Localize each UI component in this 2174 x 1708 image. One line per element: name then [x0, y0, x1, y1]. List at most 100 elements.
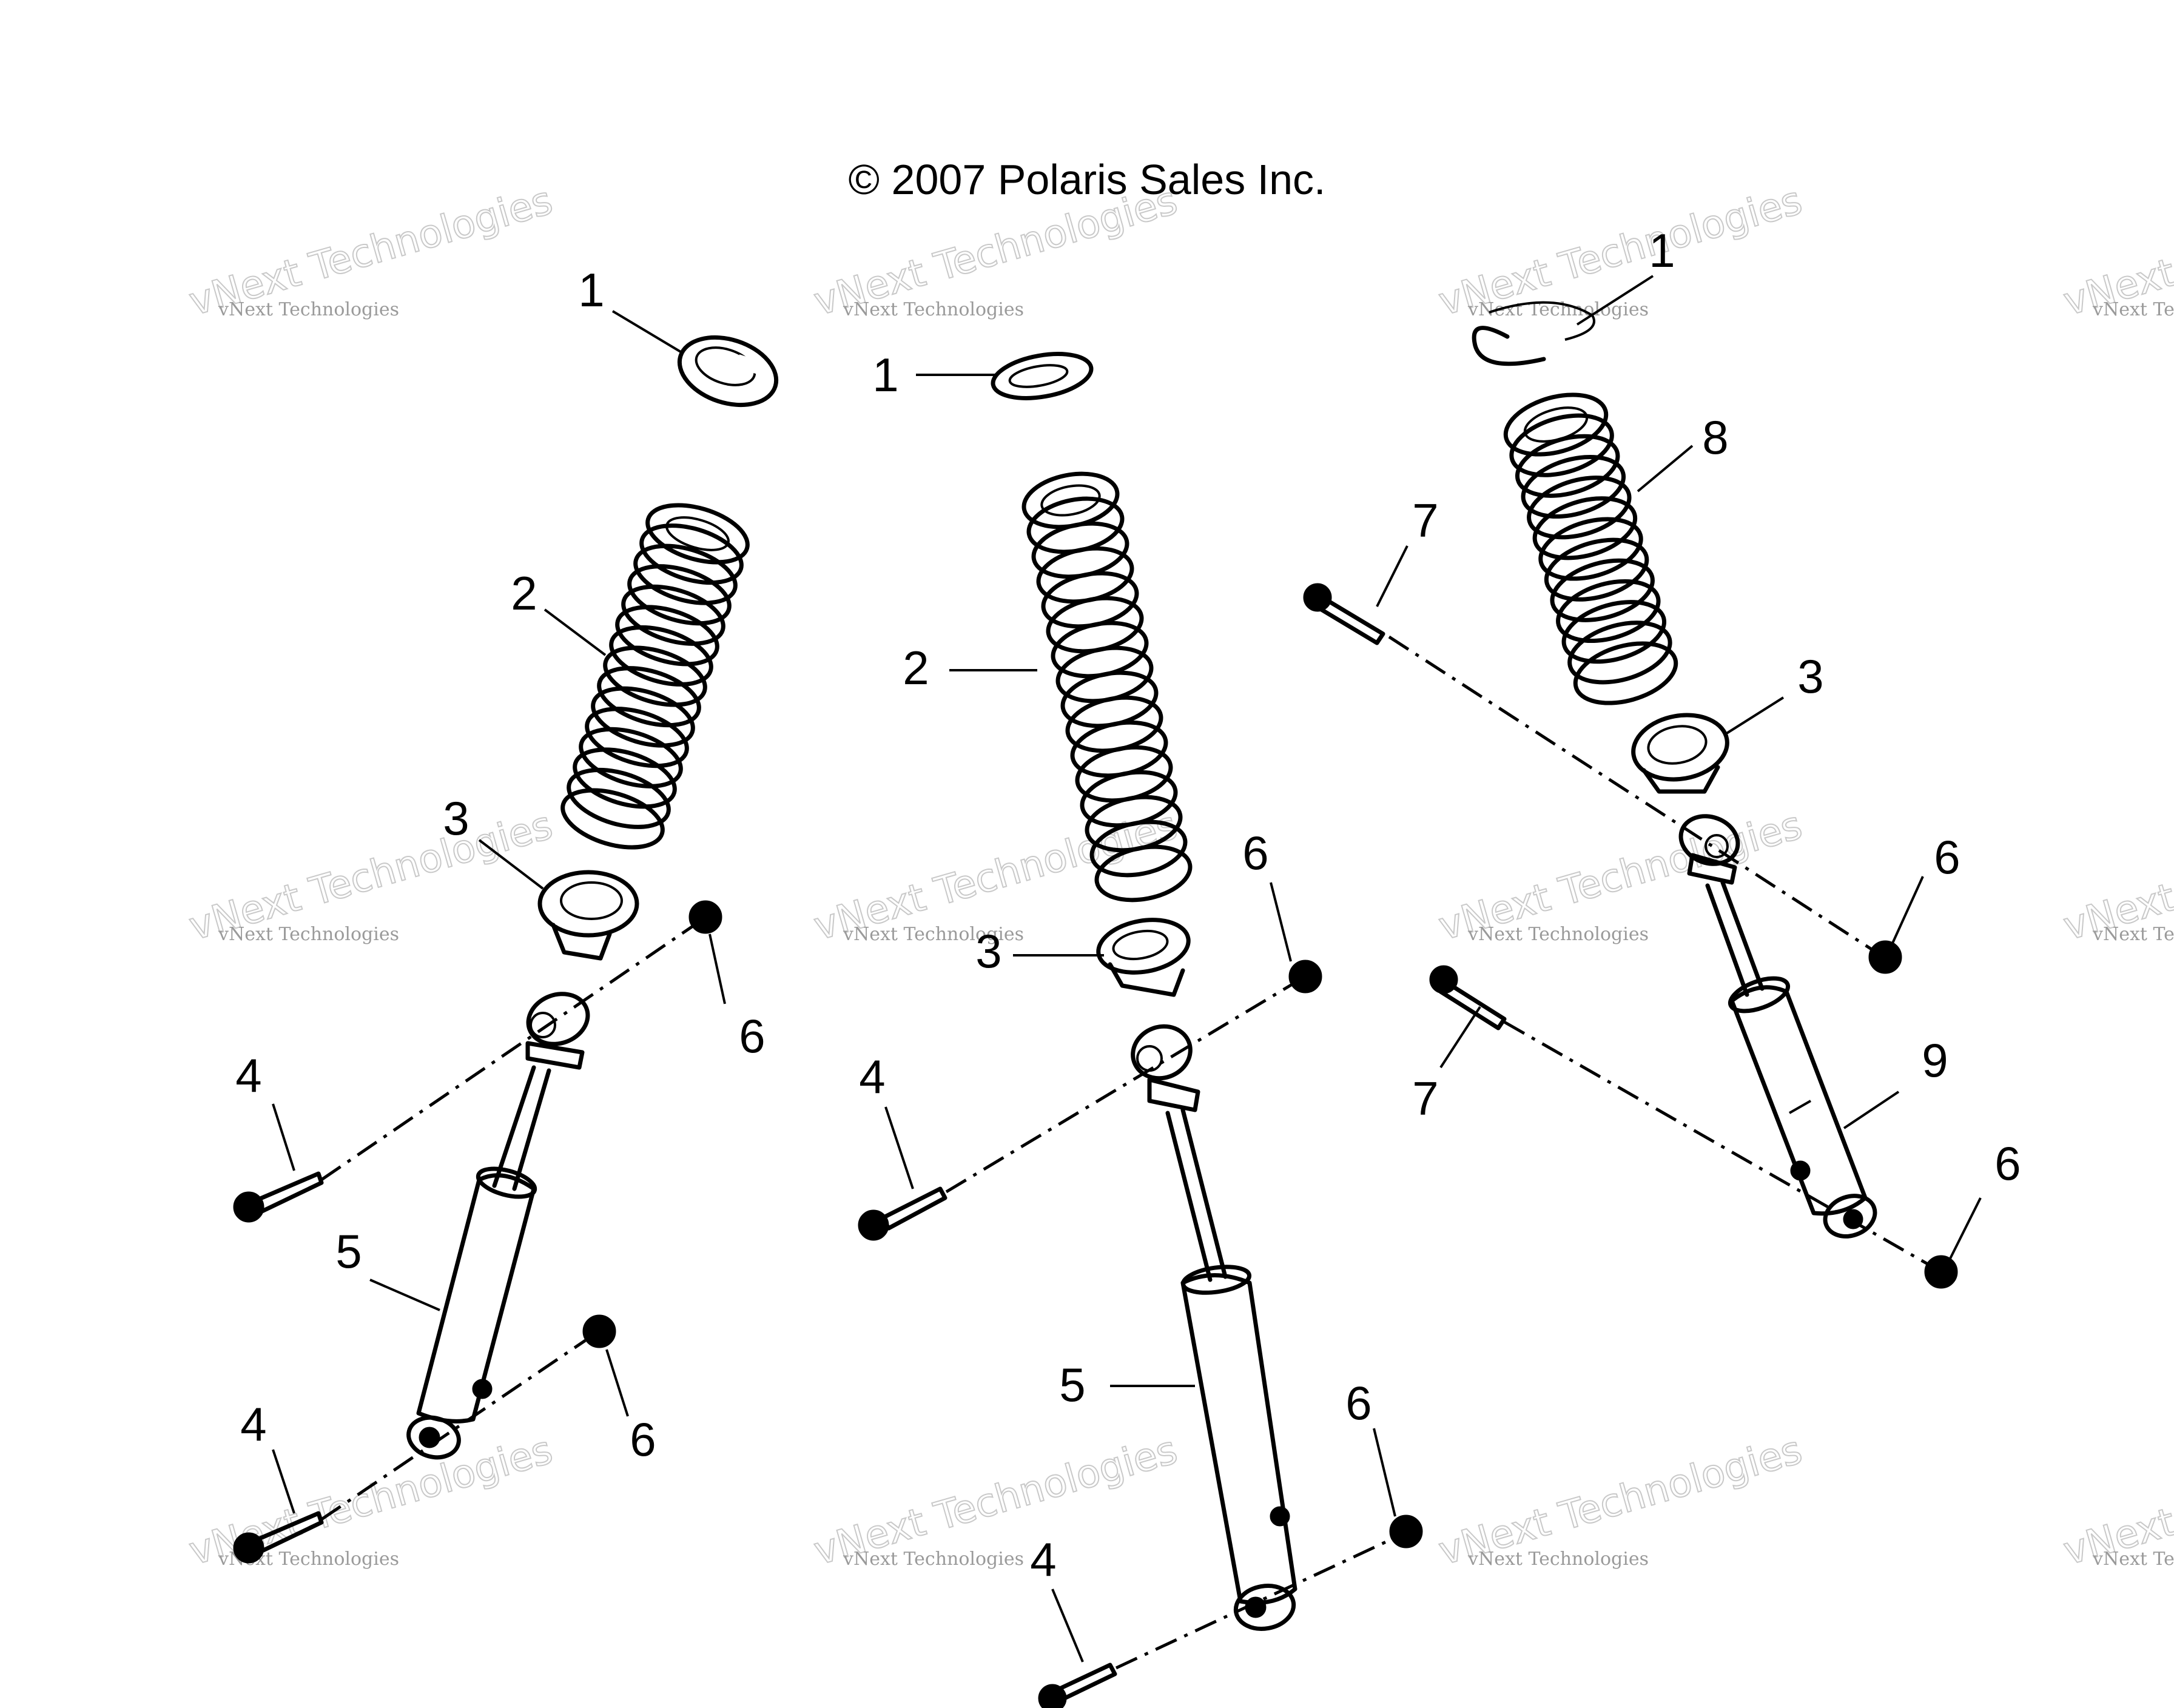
watermark: vNext Technologies vNext Technologies — [2058, 802, 2174, 950]
watermark: vNext Technologies vNext Technologies — [809, 178, 1183, 326]
spring-coil — [633, 543, 738, 605]
nut-part — [582, 1314, 616, 1348]
nut-part — [1924, 1255, 1958, 1289]
spring-coil — [1573, 641, 1678, 705]
spring-coil — [597, 666, 701, 728]
spring-coil — [639, 523, 744, 585]
spring-coil — [603, 645, 707, 707]
callout-1: 1 — [1649, 224, 1675, 277]
watermark: vNext Technologies vNext Technologies — [1433, 178, 1808, 326]
callout-9: 9 — [1922, 1034, 1948, 1087]
spring-coil — [1550, 558, 1655, 622]
callout-6: 6 — [1994, 1137, 2021, 1190]
coil-spring-part — [560, 503, 750, 850]
spring-coil — [1561, 600, 1667, 664]
retainer-clip-part — [991, 352, 1094, 400]
callout-4: 4 — [235, 1049, 261, 1102]
spring-coil — [621, 584, 725, 646]
bolt-part — [1303, 583, 1385, 645]
spring-coil — [609, 625, 713, 687]
bolt-part — [1429, 965, 1507, 1031]
svg-text:vNext Technologies: vNext Technologies — [1467, 1548, 1649, 1570]
spring-coil — [573, 747, 677, 809]
spring-coil — [560, 788, 665, 850]
callout-4: 4 — [859, 1050, 885, 1103]
bolt-part — [858, 1186, 947, 1241]
spring-coil — [615, 605, 719, 667]
watermark: vNext Technologies vNext Technologies — [1433, 1427, 1808, 1575]
svg-text:vNext Technologies: vNext Technologies — [2092, 1548, 2174, 1570]
retainer-clip-part — [1472, 301, 1595, 366]
nut-part — [1288, 960, 1322, 994]
spring-coil — [1094, 844, 1193, 903]
svg-text:vNext Technologies: vNext Technologies — [843, 299, 1024, 320]
watermark: vNext Technologies vNext Technologies — [2058, 178, 2174, 326]
callout-7: 7 — [1412, 494, 1438, 547]
svg-text:vNext Technologies: vNext Technologies — [843, 924, 1024, 945]
bolt-part — [233, 1511, 324, 1564]
shock-absorber-part — [1131, 1024, 1297, 1631]
spring-coil — [1509, 413, 1614, 477]
callout-5: 5 — [335, 1225, 362, 1278]
spring-coil — [1532, 496, 1638, 560]
callout-4: 4 — [240, 1397, 266, 1451]
svg-text:vNext Technologies: vNext Technologies — [2092, 924, 2174, 945]
watermark: vNext Technologies vNext Technologies — [809, 1427, 1183, 1575]
spring-coil — [1538, 517, 1643, 581]
shock-absorber-part — [1678, 814, 1877, 1239]
spring-coil — [591, 686, 695, 748]
spring-coil — [567, 767, 671, 829]
nut-part — [1389, 1515, 1423, 1548]
svg-text:vNext Technologies: vNext Technologies — [1467, 924, 1649, 945]
spring-seat-part — [1631, 713, 1729, 794]
watermark: vNext Technologies vNext Technologies — [184, 178, 558, 326]
spring-coil — [1503, 392, 1609, 457]
spring-coil — [645, 503, 750, 565]
watermark: vNext Technologies vNext Technologies — [1433, 802, 1808, 950]
nut-part — [1868, 940, 1902, 974]
bolt-part — [1038, 1663, 1117, 1708]
spring-coil — [1527, 476, 1632, 540]
right-shock-assembly: 1 8 3 7 7 9 6 6 — [1303, 224, 2021, 1289]
svg-text:vNext Technologies: vNext Technologies — [843, 1548, 1024, 1570]
spring-coil — [665, 516, 730, 551]
callout-6: 6 — [739, 1009, 765, 1063]
spring-coil — [579, 727, 683, 788]
spring-coil — [627, 564, 732, 626]
nut-part — [688, 900, 722, 934]
svg-text:vNext Technologies: vNext Technologies — [218, 299, 399, 320]
watermark: vNext Technologies vNext Technologies — [184, 1427, 558, 1575]
callout-7: 7 — [1412, 1072, 1438, 1125]
callout-6: 6 — [630, 1413, 656, 1466]
spring-coil — [585, 707, 689, 768]
copyright-text: © 2007 Polaris Sales Inc. — [849, 156, 1326, 203]
left-shock-assembly: 1 2 3 4 4 5 6 6 — [233, 263, 779, 1564]
spring-seat-part — [537, 870, 639, 961]
bolt-part — [233, 1171, 324, 1223]
svg-text:vNext Technologies: vNext Technologies — [2092, 299, 2174, 320]
center-shock-assembly: 1 2 3 4 4 5 6 6 — [858, 348, 1423, 1708]
spring-coil — [1521, 454, 1626, 519]
shock-absorber-part — [406, 992, 590, 1460]
watermark: vNext Technologies vNext Technologies — [184, 802, 558, 950]
callout-1: 1 — [872, 348, 898, 402]
callout-3: 3 — [1797, 650, 1823, 703]
spring-coil — [1040, 484, 1101, 517]
watermark-layer: vNext Technologies vNext Technologies vN… — [184, 178, 2174, 1575]
callout-6: 6 — [1242, 826, 1268, 879]
coil-spring-part — [1503, 392, 1678, 705]
spring-coil — [1089, 819, 1188, 878]
callout-1: 1 — [578, 263, 604, 317]
callout-4: 4 — [1030, 1533, 1056, 1586]
spring-coil — [1567, 620, 1672, 685]
callout-3: 3 — [975, 924, 1001, 978]
callout-5: 5 — [1059, 1358, 1085, 1411]
spring-coil — [1544, 537, 1649, 602]
callout-6: 6 — [1345, 1376, 1371, 1430]
callout-6: 6 — [1934, 830, 1960, 884]
spring-seat-part — [1096, 918, 1191, 997]
callout-8: 8 — [1702, 411, 1728, 464]
coil-spring-part — [1021, 471, 1193, 903]
callout-3: 3 — [443, 792, 469, 845]
